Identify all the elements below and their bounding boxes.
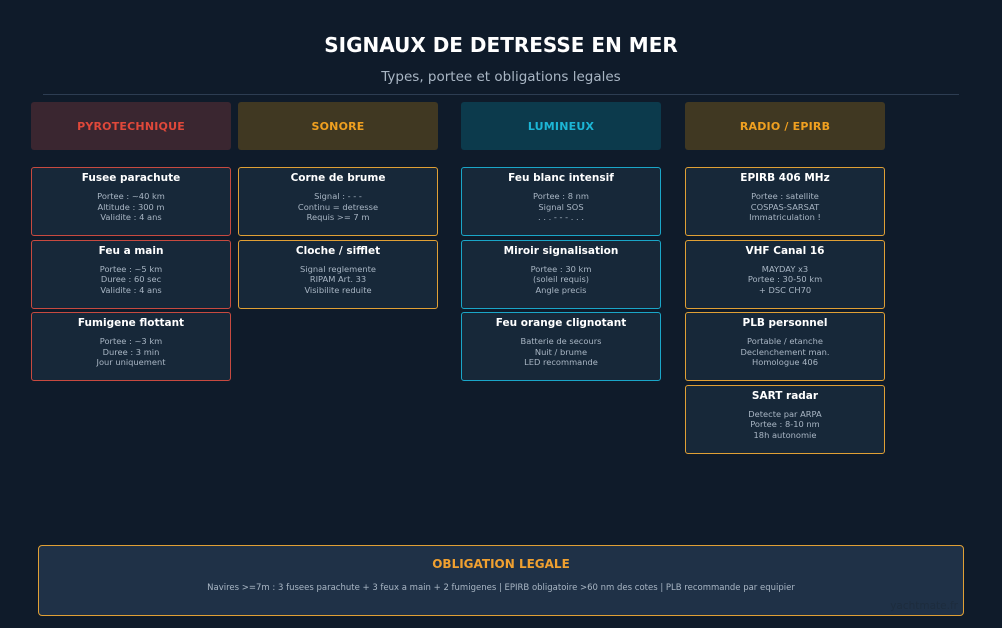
header-divider [43, 94, 959, 95]
signal-card-detail: Portee : ~3 km [99, 336, 163, 346]
signal-card-title: Feu orange clignotant [495, 317, 627, 329]
signal-card-detail: Portee : ~40 km [97, 191, 165, 201]
signal-card-detail: (soleil requis) [532, 274, 590, 285]
signal-card-title: Fumigene flottant [77, 317, 185, 329]
signal-card-detail: Jour uniquement [96, 357, 166, 368]
signal-card-detail: Visibilite reduite [304, 284, 372, 295]
diagram-title: SIGNAUX DE DETRESSE EN MER [324, 33, 678, 57]
signal-card-detail: Signal reglemente [300, 263, 376, 274]
signal-card-detail: . . . - - - . . . [538, 212, 584, 223]
column-header-1: SONORE [238, 102, 438, 150]
signal-card-detail: 18h autonomie [753, 429, 817, 440]
signal-card-title: Feu a main [98, 244, 164, 257]
signal-card-detail: Portee : 30-50 km [747, 274, 823, 285]
signal-card-detail: Homologue 406 [752, 357, 818, 368]
signal-card-detail: Altitude : 300 m [97, 201, 165, 212]
signal-card-title: EPIRB 406 MHz [740, 172, 830, 184]
signal-card-title: Cloche / sifflet [295, 244, 381, 257]
signal-card-title: SART radar [751, 389, 819, 402]
signal-card-detail: Detecte par ARPA [748, 408, 822, 419]
signal-card-title: VHF Canal 16 [745, 244, 825, 257]
signal-card-detail: MAYDAY x3 [761, 263, 809, 274]
signal-card-detail: Portee : 30 km [530, 263, 592, 274]
column-header-3: RADIO / EPIRB [685, 102, 885, 150]
signal-card-title: Corne de brume [290, 172, 386, 184]
signal-card-detail: Validite : 4 ans [100, 212, 162, 223]
signal-card-detail: Portable / etanche [747, 336, 823, 346]
signal-card-title: PLB personnel [742, 317, 828, 329]
signal-card-detail: Portee : 8-10 nm [750, 419, 820, 430]
legal-obligation-box: OBLIGATION LEGALE Navires >=7m : 3 fusee… [38, 545, 964, 616]
signal-card-detail: Signal SOS [538, 201, 584, 212]
signal-card-detail: LED recommande [524, 357, 598, 368]
signal-card-detail: COSPAS-SARSAT [750, 201, 820, 212]
signal-card-detail: Batterie de secours [520, 336, 602, 346]
signal-card-detail: Portee : ~5 km [99, 263, 163, 274]
signal-card-title: Fusee parachute [81, 172, 181, 184]
signal-card-title: Miroir signalisation [503, 244, 619, 257]
signal-card-detail: Duree : 3 min [102, 346, 160, 357]
signal-card-detail: Portee : 8 nm [533, 191, 589, 201]
signal-card-detail: Nuit / brume [534, 346, 588, 357]
legal-obligation-title: OBLIGATION LEGALE [432, 557, 570, 571]
signal-card-detail: Portee : satellite [751, 191, 819, 201]
column-header-2: LUMINEUX [461, 102, 661, 150]
signal-card-detail: Validite : 4 ans [100, 284, 162, 295]
legal-obligation-text: Navires >=7m : 3 fusees parachute + 3 fe… [207, 583, 795, 593]
signal-card-detail: Declenchement man. [740, 346, 830, 357]
signal-card-detail: Duree : 60 sec [100, 274, 162, 285]
signal-card-detail: + DSC CH70 [758, 284, 812, 295]
signal-card-detail: Requis >= 7 m [306, 212, 370, 223]
diagram-subtitle: Types, portee et obligations legales [381, 69, 621, 85]
watermark: yachtmate.fr [890, 600, 958, 612]
signal-card-detail: Signal : - - - [314, 191, 362, 201]
signal-card-detail: Immatriculation ! [749, 212, 821, 223]
column-header-0: PYROTECHNIQUE [31, 102, 231, 150]
signal-card-detail: RIPAM Art. 33 [309, 274, 367, 285]
signal-card-detail: Continu = detresse [297, 201, 379, 212]
signal-card-detail: Angle precis [535, 284, 587, 295]
signal-card-title: Feu blanc intensif [508, 172, 614, 184]
